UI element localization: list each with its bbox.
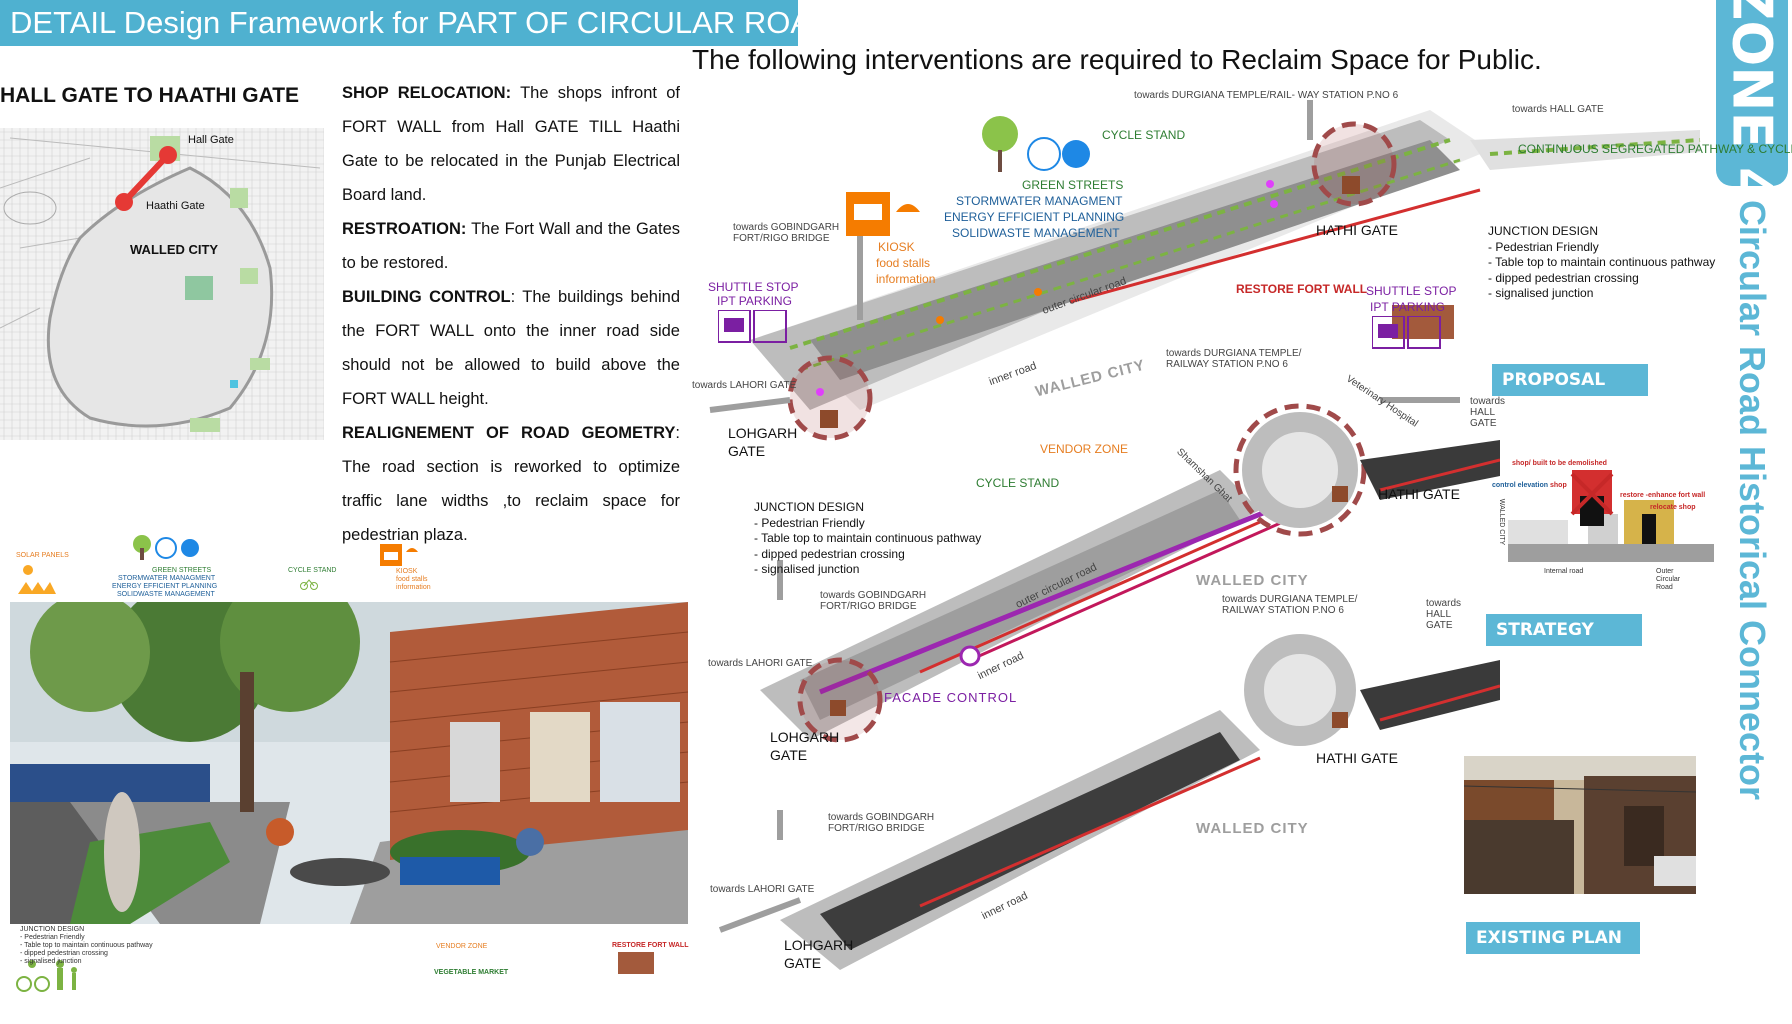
elev-restore: restore -enhance fort wall (1620, 492, 1706, 499)
headline: The following interventions are required… (692, 44, 1542, 75)
strategy-plan-label: STRATEGY PLAN (1486, 614, 1642, 672)
prop-shuttle-1b: SHUTTLE STOP (1366, 284, 1457, 298)
sec-green-4: SOLIDWASTE MANAGEMENT (117, 591, 215, 598)
sec-kiosk: KIOSK (396, 568, 418, 575)
brick-swatch (618, 952, 654, 974)
exist-towards-hall-gate: towards HALL GATE (1426, 598, 1462, 631)
sec-kiosk-3: information (396, 584, 431, 591)
street-section-render (10, 602, 688, 924)
walled-city-label: WALLED CITY (130, 242, 219, 257)
location-map-svg (0, 128, 324, 440)
prop-cycle-stand-2: CYCLE STAND (976, 476, 1060, 490)
prop-shuttle-1: SHUTTLE STOP (708, 280, 799, 294)
elev-shop: shop/ built to be demolished (1512, 460, 1607, 467)
elevation-section (1478, 444, 1714, 586)
prop-tree-icon (980, 116, 1090, 179)
proposal-plan (690, 80, 1720, 480)
prop-green-2: STORMWATER MANAGMENT (956, 194, 1123, 208)
side-title: Circular Road Historical Connector (1732, 199, 1773, 801)
existing-plan (700, 620, 1501, 980)
existing-photo (1464, 756, 1696, 894)
sec-green-2: STORMWATER MANAGMENT (118, 575, 216, 582)
elev-shop-2: shop (1550, 482, 1567, 489)
strat-hathi-gate: HATHI GATE (1378, 486, 1460, 502)
elev-internal-road: Internal road (1544, 568, 1584, 575)
elev-relocate: relocate shop (1650, 504, 1696, 511)
note-building-control: BUILDING CONTROL: The buildings behind t… (342, 288, 680, 408)
hall-gate-marker (159, 146, 177, 164)
zone-badge: ZONE 4 (1716, 0, 1788, 205)
cycle-icon (300, 576, 318, 595)
prop-shuttle-2: IPT PARKING (717, 294, 792, 308)
map-title: HALL GATE TO HAATHI GATE (0, 84, 300, 107)
prop-shuttle-icon (717, 309, 788, 351)
elev-outer-road: Outer Circular Road (1656, 568, 1681, 591)
section-junction-design: JUNCTION DESIGN - Pedestrian Friendly - … (20, 926, 153, 965)
sec-cycle: CYCLE STAND (288, 567, 337, 574)
location-map: Hall Gate Haathi Gate WALLED CITY (0, 128, 324, 440)
solar-label: SOLAR PANELS (16, 552, 69, 559)
hall-gate-label: Hall Gate (188, 134, 234, 146)
strat-facade-control: FACADE CONTROL (884, 690, 1018, 705)
page-title: DETAIL Design Framework for PART OF CIRC… (0, 0, 833, 46)
prop-lohgarh: LOHGARH GATE (728, 425, 798, 459)
strategy-plan-svg (760, 397, 1501, 743)
prop-towards-gobindgarh: towards GOBINDGARH FORT/RIGO BRIDGE (733, 222, 840, 244)
cyclist-icon (16, 958, 82, 997)
prop-restore: RESTORE FORT WALL (1236, 282, 1368, 296)
prop-kiosk-2: food stalls (876, 256, 931, 270)
prop-towards-durgiana-top: towards DURGIANA TEMPLE/RAIL- WAY STATIO… (1134, 90, 1399, 101)
prop-kiosk: KIOSK (878, 240, 915, 254)
sec-restore: RESTORE FORT WALL (612, 942, 689, 949)
elev-walled-city: WALLED CITY (1498, 498, 1506, 546)
prop-junction-design: JUNCTION DESIGN - Pedestrian Friendly - … (1488, 224, 1716, 300)
exist-lohgarh: LOHGARH GATE (784, 937, 854, 971)
prop-towards-lahori: towards LAHORI GATE (692, 380, 797, 391)
sec-green-1: GREEN STREETS (152, 567, 212, 574)
note-road-geometry: REALIGNEMENT OF ROAD GEOMETRY: The road … (342, 424, 680, 544)
strat-towards-lahori: towards LAHORI GATE (708, 658, 813, 669)
prop-kiosk-icon (846, 192, 920, 241)
strategy-plan (700, 380, 1501, 780)
kiosk-icon (380, 544, 420, 573)
proposal-plan-svg (709, 100, 1701, 441)
sec-green-3: ENERGY EFFICIENT PLANNING (112, 583, 218, 590)
prop-kiosk-3: information (876, 272, 936, 286)
exist-walled-city: WALLED CITY (1196, 820, 1309, 837)
prop-shuttle-2b: IPT PARKING (1370, 300, 1445, 314)
strat-junction-design: JUNCTION DESIGN - Pedestrian Friendly - … (754, 500, 982, 576)
elev-control: control elevation (1492, 482, 1549, 489)
prop-towards-durgiana-mid: towards DURGIANA TEMPLE/ RAILWAY STATION… (1166, 348, 1302, 370)
exist-hathi-gate: HATHI GATE (1316, 750, 1398, 766)
haathi-gate-marker (115, 193, 133, 211)
strat-lohgarh: LOHGARH GATE (770, 729, 840, 763)
exist-towards-gobindgarh: towards GOBINDGARH FORT/RIGO BRIDGE (828, 812, 935, 834)
strat-towards-durgiana: towards DURGIANA TEMPLE/ RAILWAY STATION… (1222, 594, 1358, 616)
prop-continuous: CONTINUOUS SEGREGATED PATHWAY & CYCLETRA… (1518, 142, 1792, 156)
prop-cycle-stand: CYCLE STAND (1102, 128, 1186, 142)
strat-towards-hall-gate: towards HALL GATE (1470, 396, 1506, 429)
sec-kiosk-2: food stalls (396, 576, 428, 583)
prop-vendor-zone: VENDOR ZONE (1040, 442, 1129, 456)
haathi-gate-label: Haathi Gate (146, 200, 205, 212)
proposal-plan-label: PROPOSAL PLAN (1492, 364, 1648, 422)
prop-green-1: GREEN STREETS (1022, 178, 1124, 192)
prop-towards-hall-gate: towards HALL GATE (1512, 104, 1604, 115)
note-shop-relocation: SHOP RELOCATION: The shops infront of FO… (342, 84, 680, 204)
green-streets-icons (132, 534, 200, 562)
sec-veg-market: VEGETABLE MARKET (434, 969, 509, 976)
prop-green-4: SOLIDWASTE MANAGEMENT (952, 226, 1120, 240)
existing-plan-label: EXISTING PLAN (1466, 922, 1640, 954)
strat-walled-city: WALLED CITY (1196, 572, 1309, 589)
exist-towards-lahori: towards LAHORI GATE (710, 884, 815, 895)
strat-towards-gobindgarh: towards GOBINDGARH FORT/RIGO BRIDGE (820, 590, 927, 612)
prop-hathi-gate: HATHI GATE (1316, 222, 1398, 238)
note-restoration: RESTROATION: The Fort Wall and the Gates… (342, 220, 680, 272)
intervention-notes: SHOP RELOCATION: The shops infront of FO… (342, 76, 680, 552)
prop-shuttle-icon-b (1371, 315, 1442, 355)
sec-vendor-zone: VENDOR ZONE (436, 943, 488, 950)
solar-icon (16, 560, 56, 598)
prop-green-3: ENERGY EFFICIENT PLANNING (944, 210, 1125, 224)
existing-plan-svg (718, 634, 1501, 970)
